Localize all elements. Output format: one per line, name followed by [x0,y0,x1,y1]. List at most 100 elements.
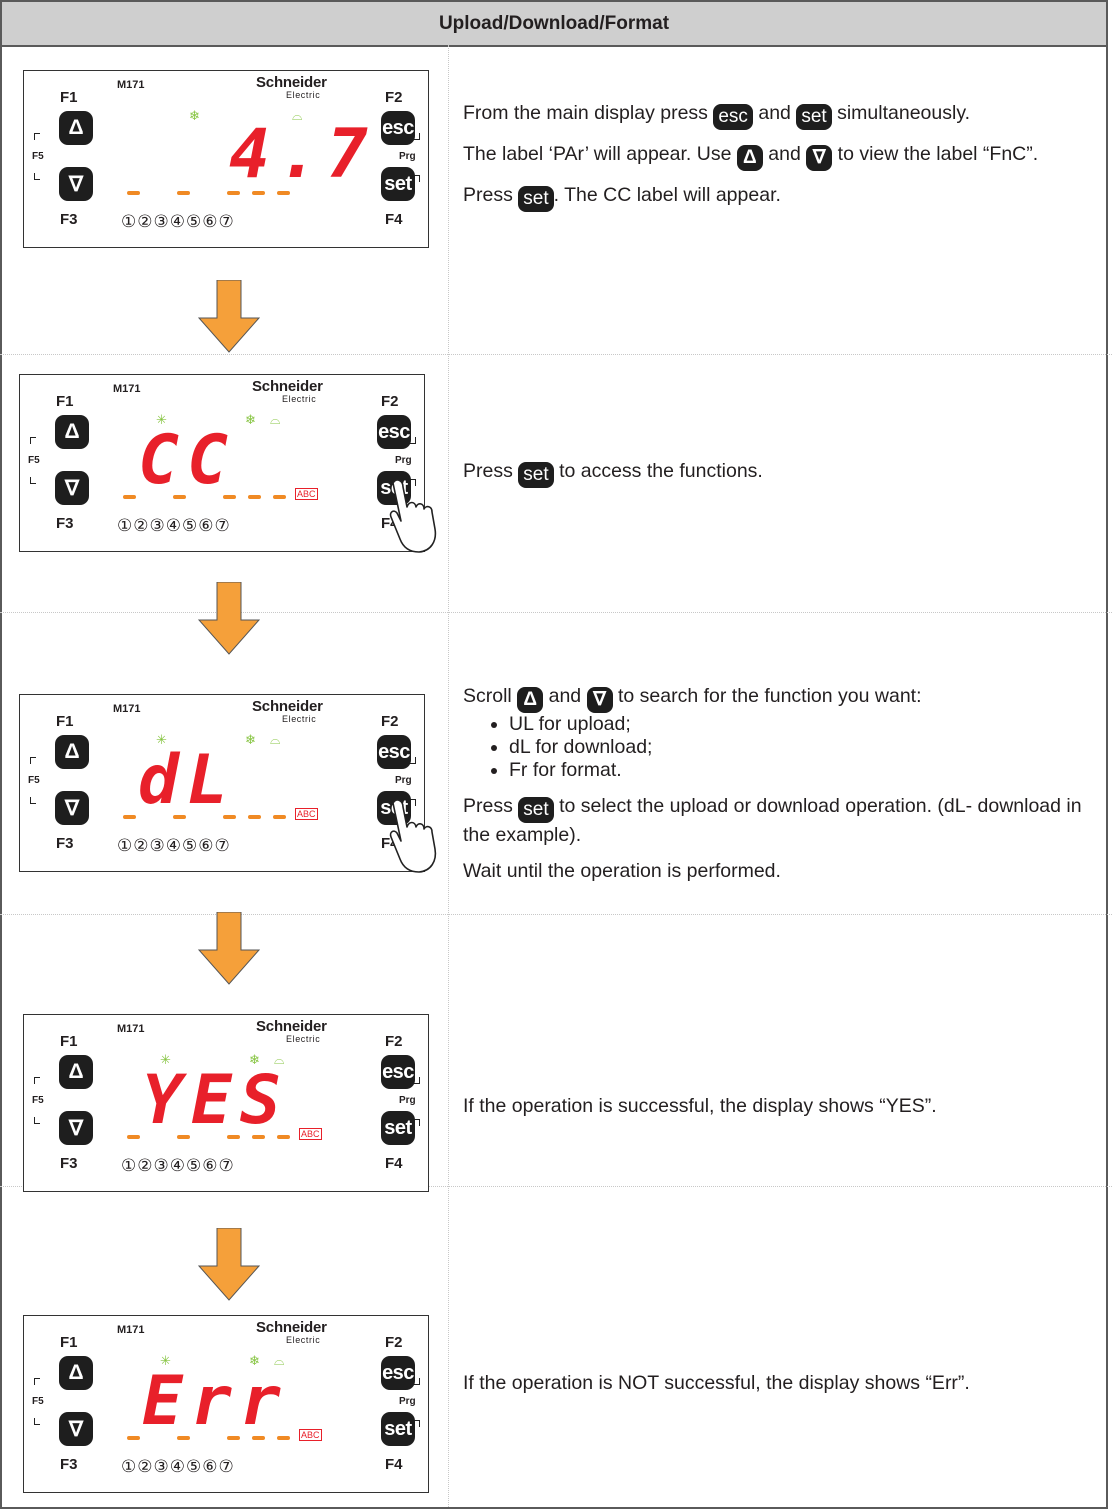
brand-logo-sub: Electric [282,714,317,724]
column-divider [448,45,449,1507]
bracket [34,1418,40,1425]
indicator-numbers: ①②③④⑤⑥⑦ [121,1457,235,1476]
up-key-button[interactable]: Δ [59,1356,93,1390]
list-item: dL for download; [509,736,1083,759]
f3-label: F3 [60,1456,78,1473]
status-dash [252,1135,265,1139]
esc-key-button[interactable]: esc [377,735,411,769]
esc-key-button[interactable]: esc [377,415,411,449]
up-key-button[interactable]: Δ [55,735,89,769]
bracket [410,437,416,444]
status-dash [127,1135,140,1139]
text-span: to select the upload or download operati… [463,795,1082,846]
compressor-led-icon: ⌓ [292,108,303,123]
abc-icon: ABC [295,808,318,820]
esc-key-button[interactable]: esc [381,1356,415,1390]
status-dash [252,1436,265,1440]
down-key-button[interactable]: ∇ [59,1111,93,1145]
text-span: The label ‘PAr’ will appear. Use [463,143,732,165]
step-1-text: From the main display press esc and set … [463,101,1088,212]
up-key-button[interactable]: Δ [55,415,89,449]
f3-label: F3 [60,211,78,228]
f5-label: F5 [32,1396,44,1407]
compressor-led-icon: ⌓ [270,732,281,747]
text-span: and [548,685,582,707]
bracket [34,1378,40,1385]
model-label: M171 [113,383,141,395]
compressor-led-icon: ⌓ [270,412,281,427]
esc-key-button[interactable]: esc [381,1055,415,1089]
bracket [414,1077,420,1084]
f1-label: F1 [60,89,78,106]
down-key-button[interactable]: ∇ [59,1412,93,1446]
set-key-button[interactable]: set [381,1412,415,1446]
step-2-text: Press set to access the functions. [463,459,763,488]
indicator-numbers: ①②③④⑤⑥⑦ [117,836,231,855]
f1-label: F1 [56,713,74,730]
status-dash [277,191,290,195]
set-key-icon: set [518,186,554,212]
f3-label: F3 [56,835,74,852]
up-key-button[interactable]: Δ [59,111,93,145]
bracket [410,479,416,486]
text-span: to view the label “FnC”. [837,143,1039,165]
esc-key-button[interactable]: esc [381,111,415,145]
indicator-numbers: ①②③④⑤⑥⑦ [121,1156,235,1175]
pointing-hand-icon [389,799,437,873]
segment-display-value: Err [142,1362,289,1441]
brand-logo-sub: Electric [286,1034,321,1044]
snowflake-led-icon: ❄ [249,1353,260,1368]
f5-label: F5 [32,1095,44,1106]
prg-label: Prg [399,1095,416,1106]
down-arrow-icon [197,1228,261,1301]
text-span: Press [463,184,513,206]
function-list: UL for upload; dL for download; Fr for f… [463,713,1083,782]
sun-led-icon: ✳ [160,1353,171,1368]
status-dash [177,191,190,195]
set-key-button[interactable]: set [381,167,415,201]
page-title: Upload/Download/Format [2,2,1106,47]
down-key-icon: ∇ [806,145,833,171]
text-span: to search for the function you want: [618,685,922,707]
text-span: simultaneously. [837,102,971,124]
f1-label: F1 [56,393,74,410]
bracket [30,797,36,804]
snowflake-led-icon: ❄ [245,412,256,427]
down-key-button[interactable]: ∇ [59,167,93,201]
up-key-button[interactable]: Δ [59,1055,93,1089]
f5-label: F5 [28,775,40,786]
indicator-numbers: ①②③④⑤⑥⑦ [117,516,231,535]
status-dash [123,495,136,499]
sun-led-icon: ✳ [160,1052,171,1067]
sun-led-icon: ✳ [156,412,167,427]
down-key-button[interactable]: ∇ [55,791,89,825]
status-dash [173,495,186,499]
down-key-icon: ∇ [586,687,613,713]
text-span: From the main display press [463,102,708,124]
set-key-button[interactable]: set [381,1111,415,1145]
f1-label: F1 [60,1033,78,1050]
f5-label: F5 [32,151,44,162]
text-span: Press [463,795,513,817]
snowflake-led-icon: ❄ [189,108,200,123]
segment-display-value: dL [138,741,236,820]
status-dash [227,191,240,195]
status-dash [277,1135,290,1139]
bracket [30,757,36,764]
status-dash [177,1135,190,1139]
up-key-icon: Δ [736,145,763,171]
text-span: and [758,102,791,124]
brand-logo: Schneider [256,1319,327,1336]
up-key-icon: Δ [517,687,544,713]
brand-logo: Schneider [256,74,327,91]
f2-label: F2 [385,89,403,106]
down-key-button[interactable]: ∇ [55,471,89,505]
f3-label: F3 [56,515,74,532]
status-dash [273,815,286,819]
snowflake-led-icon: ❄ [249,1052,260,1067]
model-label: M171 [117,1023,145,1035]
text-span: If the operation is successful, the disp… [463,1095,937,1117]
f4-label: F4 [385,1155,403,1172]
set-key-icon: set [518,462,554,488]
